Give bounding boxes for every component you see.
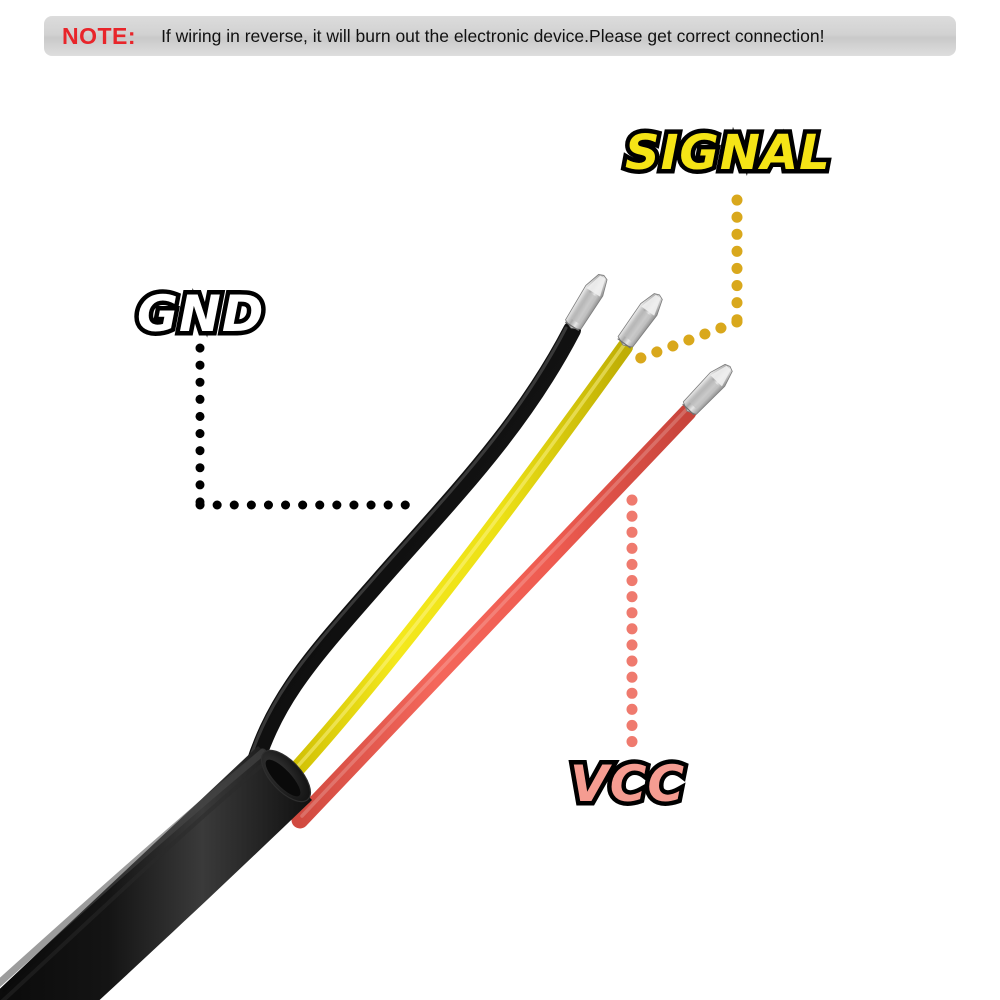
wire-vcc bbox=[291, 403, 697, 829]
label-signal: SIGNAL SIGNAL bbox=[621, 125, 835, 182]
label-vcc-stroke: VCC bbox=[565, 755, 688, 814]
terminal-gnd bbox=[564, 274, 608, 332]
terminal-vcc bbox=[682, 363, 733, 416]
wire-gnd bbox=[241, 321, 581, 789]
label-signal-fill: SIGNAL bbox=[625, 125, 831, 181]
leader-signal bbox=[632, 194, 743, 365]
label-gnd-fill: GND bbox=[137, 285, 265, 343]
label-signal-stroke: SIGNAL bbox=[621, 125, 835, 182]
cable-photo bbox=[0, 60, 1000, 1000]
label-vcc: VCC VCC bbox=[565, 755, 688, 814]
label-gnd-stroke: GND bbox=[132, 285, 267, 344]
leader-gnd bbox=[195, 343, 423, 510]
wire-signal bbox=[265, 339, 633, 803]
note-label: NOTE: bbox=[62, 22, 137, 49]
note-text: If wiring in reverse, it will burn out t… bbox=[161, 25, 825, 46]
terminal-signal bbox=[617, 293, 663, 349]
label-gnd: GND GND bbox=[132, 285, 267, 344]
label-vcc-fill: VCC bbox=[570, 755, 686, 813]
cable-jacket bbox=[0, 746, 312, 1000]
note-banner: NOTE: If wiring in reverse, it will burn… bbox=[44, 16, 956, 56]
